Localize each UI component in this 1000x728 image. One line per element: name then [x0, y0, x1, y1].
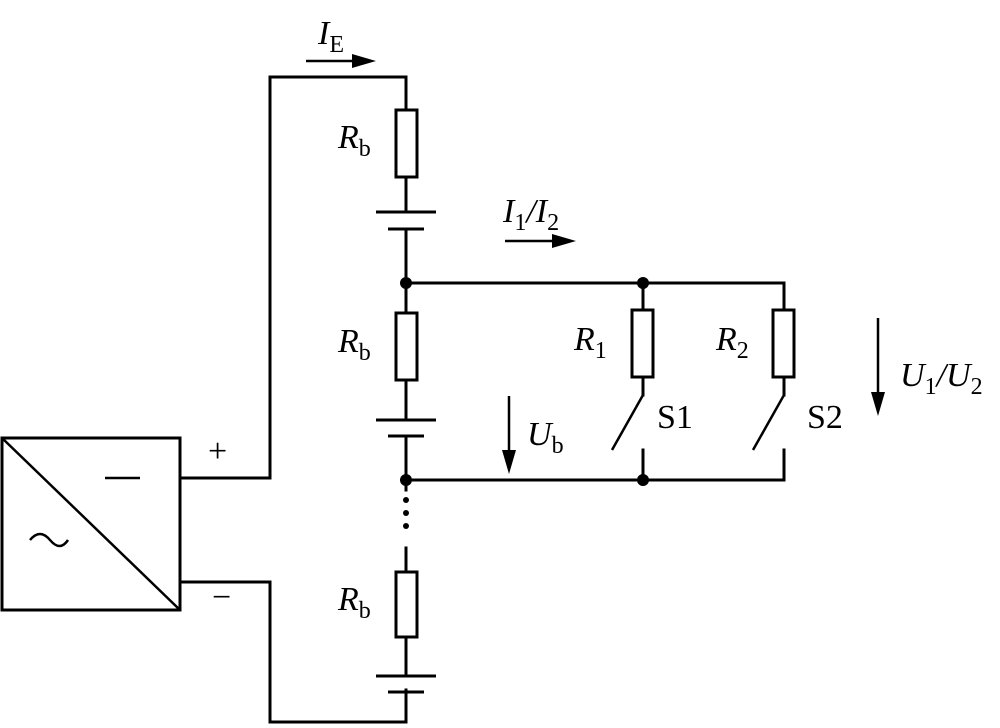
bottom-bus-wire: [404, 448, 786, 482]
ie-arrow: [306, 54, 376, 68]
junction-dot-top-mid: [637, 277, 649, 289]
switch-s1-icon: [610, 394, 645, 451]
rb-2-label: Rb: [337, 323, 371, 366]
u1-u2-label: U1/U2: [900, 357, 983, 400]
u1-u2-arrow: [871, 318, 885, 416]
resistor-rb-2: [394, 311, 419, 382]
r2-label: R2: [715, 321, 749, 364]
junction-dot-bottom-left: [400, 474, 412, 486]
ub-label: Ub: [527, 416, 564, 459]
junction-dot-top-left: [400, 277, 412, 289]
resistor-rb-1: [394, 108, 419, 179]
switch-s2-icon: [751, 394, 786, 451]
converter-box: [0, 436, 182, 612]
s1-label: S1: [657, 399, 693, 436]
positive-lead-wire: [178, 75, 408, 480]
top-bus-wire: [404, 281, 786, 312]
converter-rect: [0, 436, 182, 612]
r1-label: R1: [573, 321, 607, 364]
rb-1-label: Rb: [337, 119, 371, 162]
plus-label: +: [208, 433, 227, 470]
rb-3-label: Rb: [337, 581, 371, 624]
junction-dot-bottom-mid: [637, 474, 649, 486]
ac-symbol-icon: [29, 532, 70, 548]
resistor-rb-3: [394, 570, 419, 639]
negative-lead-wire: [178, 580, 408, 724]
minus-label: −: [212, 579, 231, 616]
resistor-r2: [771, 308, 796, 379]
i1-i2-arrow: [505, 234, 576, 248]
resistor-r1: [630, 308, 655, 379]
converter-diagonal: [1, 437, 181, 611]
s2-label: S2: [807, 399, 843, 436]
i1-i2-label: I1/I2: [502, 193, 559, 236]
ie-label: IE: [317, 15, 344, 58]
ub-arrow: [502, 396, 516, 474]
continuation-dots: [403, 497, 409, 529]
